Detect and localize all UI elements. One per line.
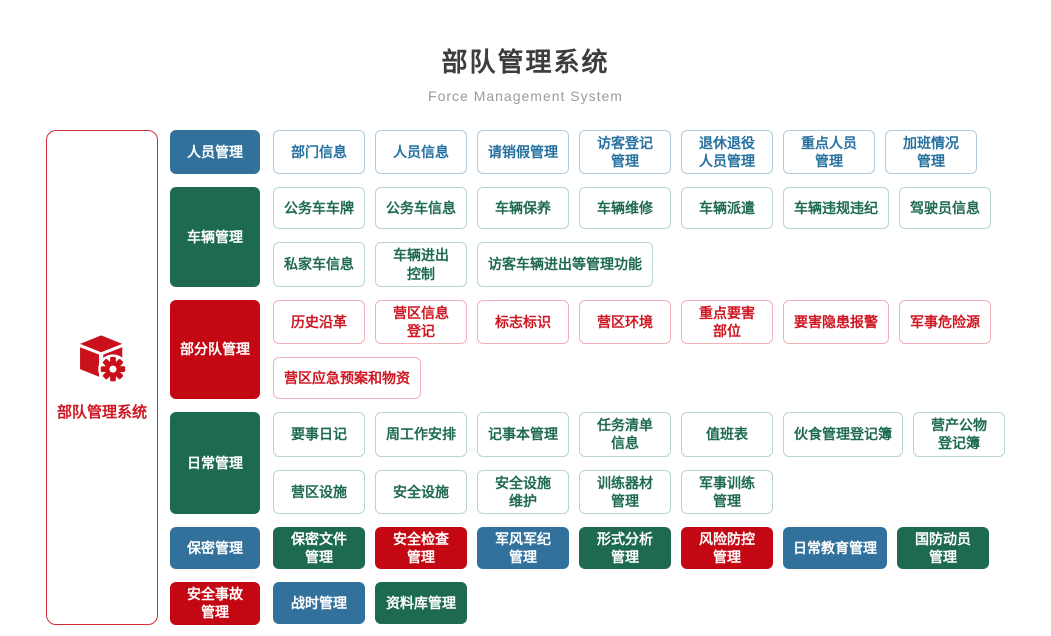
diagram-node: 人员信息 xyxy=(375,130,467,175)
group-0: 人员管理部门信息人员信息请销假管理访客登记 管理退休退役 人员管理重点人员 管理… xyxy=(170,130,1051,175)
diagram-node: 标志标识 xyxy=(477,299,569,345)
item-row: 保密文件 管理安全检查 管理军风军纪 管理形式分析 管理风险防控 管理日常教育管… xyxy=(273,526,989,570)
diagram-node: 安全设施 xyxy=(375,469,467,514)
category-button: 日常管理 xyxy=(170,412,260,514)
root-node-label: 部队管理系统 xyxy=(56,404,147,422)
diagram-node: 营区应急预案和物资 xyxy=(273,357,421,400)
diagram-node: 公务车车牌 xyxy=(273,187,365,230)
root-node: 部队管理系统 xyxy=(46,130,158,625)
diagram-node: 战时管理 xyxy=(273,582,365,625)
group-4: 保密管理保密文件 管理安全检查 管理军风军纪 管理形式分析 管理风险防控 管理日… xyxy=(170,526,1051,570)
category-button: 人员管理 xyxy=(170,130,260,175)
diagram-node: 国防动员 管理 xyxy=(897,526,989,570)
group-rows: 保密文件 管理安全检查 管理军风军纪 管理形式分析 管理风险防控 管理日常教育管… xyxy=(273,526,989,570)
diagram-node: 军事训练 管理 xyxy=(681,469,773,514)
diagram-node: 历史沿革 xyxy=(273,299,365,345)
cube-gear-icon xyxy=(75,332,129,391)
diagram-node: 值班表 xyxy=(681,412,773,457)
diagram-node: 车辆保养 xyxy=(477,187,569,230)
diagram-node: 周工作安排 xyxy=(375,412,467,457)
item-row: 部门信息人员信息请销假管理访客登记 管理退休退役 人员管理重点人员 管理加班情况… xyxy=(273,130,977,175)
diagram-node: 营区信息 登记 xyxy=(375,299,467,345)
group-1: 车辆管理公务车车牌公务车信息车辆保养车辆维修车辆派遣车辆违规违纪驾驶员信息私家车… xyxy=(170,187,1051,287)
diagram-node: 重点人员 管理 xyxy=(783,130,875,175)
diagram-node: 公务车信息 xyxy=(375,187,467,230)
diagram-node: 车辆进出 控制 xyxy=(375,242,467,287)
diagram-node: 要害隐患报警 xyxy=(783,299,889,345)
page-title: 部队管理系统 xyxy=(441,47,610,77)
diagram-node: 记事本管理 xyxy=(477,412,569,457)
groups-column: 人员管理部门信息人员信息请销假管理访客登记 管理退休退役 人员管理重点人员 管理… xyxy=(170,130,1051,625)
item-row: 公务车车牌公务车信息车辆保养车辆维修车辆派遣车辆违规违纪驾驶员信息 xyxy=(273,187,991,230)
diagram-node: 伙食管理登记簿 xyxy=(783,412,903,457)
diagram-node: 军风军纪 管理 xyxy=(477,526,569,570)
diagram-node: 军事危险源 xyxy=(899,299,991,345)
group-rows: 部门信息人员信息请销假管理访客登记 管理退休退役 人员管理重点人员 管理加班情况… xyxy=(273,130,977,175)
diagram-node: 重点要害 部位 xyxy=(681,299,773,345)
diagram-node: 日常教育管理 xyxy=(783,526,887,570)
item-row: 战时管理资料库管理 xyxy=(273,582,467,625)
category-button: 保密管理 xyxy=(170,526,260,570)
diagram-node: 保密文件 管理 xyxy=(273,526,365,570)
diagram-node: 要事日记 xyxy=(273,412,365,457)
diagram-node: 营区环境 xyxy=(579,299,671,345)
group-2: 部分队管理历史沿革营区信息 登记标志标识营区环境重点要害 部位要害隐患报警军事危… xyxy=(170,299,1051,400)
category-button: 车辆管理 xyxy=(170,187,260,287)
group-rows: 要事日记周工作安排记事本管理任务清单 信息值班表伙食管理登记簿营产公物 登记簿营… xyxy=(273,412,1005,514)
group-5: 安全事故 管理战时管理资料库管理 xyxy=(170,582,1051,625)
diagram-node: 风险防控 管理 xyxy=(681,526,773,570)
diagram-node: 请销假管理 xyxy=(477,130,569,175)
item-row: 营区设施安全设施安全设施 维护训练器材 管理军事训练 管理 xyxy=(273,469,1005,514)
item-row: 营区应急预案和物资 xyxy=(273,357,991,400)
category-button: 部分队管理 xyxy=(170,299,260,400)
diagram-node: 车辆违规违纪 xyxy=(783,187,889,230)
diagram-node: 任务清单 信息 xyxy=(579,412,671,457)
diagram: 部队管理系统 人员管理部门信息人员信息请销假管理访客登记 管理退休退役 人员管理… xyxy=(46,130,1051,625)
diagram-node: 形式分析 管理 xyxy=(579,526,671,570)
page-subtitle: Force Management System xyxy=(428,88,623,104)
diagram-node: 安全设施 维护 xyxy=(477,469,569,514)
item-row: 历史沿革营区信息 登记标志标识营区环境重点要害 部位要害隐患报警军事危险源 xyxy=(273,299,991,345)
diagram-node: 退休退役 人员管理 xyxy=(681,130,773,175)
diagram-node: 访客车辆进出等管理功能 xyxy=(477,242,653,287)
diagram-node: 私家车信息 xyxy=(273,242,365,287)
diagram-node: 安全检查 管理 xyxy=(375,526,467,570)
item-row: 要事日记周工作安排记事本管理任务清单 信息值班表伙食管理登记簿营产公物 登记簿 xyxy=(273,412,1005,457)
item-row: 私家车信息车辆进出 控制访客车辆进出等管理功能 xyxy=(273,242,991,287)
diagram-node: 车辆派遣 xyxy=(681,187,773,230)
group-rows: 战时管理资料库管理 xyxy=(273,582,467,625)
category-button: 安全事故 管理 xyxy=(170,582,260,625)
diagram-node: 访客登记 管理 xyxy=(579,130,671,175)
group-rows: 公务车车牌公务车信息车辆保养车辆维修车辆派遣车辆违规违纪驾驶员信息私家车信息车辆… xyxy=(273,187,991,287)
diagram-node: 资料库管理 xyxy=(375,582,467,625)
diagram-node: 营区设施 xyxy=(273,469,365,514)
diagram-node: 车辆维修 xyxy=(579,187,671,230)
diagram-node: 部门信息 xyxy=(273,130,365,175)
diagram-node: 驾驶员信息 xyxy=(899,187,991,230)
diagram-node: 训练器材 管理 xyxy=(579,469,671,514)
group-rows: 历史沿革营区信息 登记标志标识营区环境重点要害 部位要害隐患报警军事危险源营区应… xyxy=(273,299,991,400)
header: 部队管理系统 Force Management System xyxy=(0,0,1051,104)
diagram-node: 营产公物 登记簿 xyxy=(913,412,1005,457)
diagram-node: 加班情况 管理 xyxy=(885,130,977,175)
group-3: 日常管理要事日记周工作安排记事本管理任务清单 信息值班表伙食管理登记簿营产公物 … xyxy=(170,412,1051,514)
